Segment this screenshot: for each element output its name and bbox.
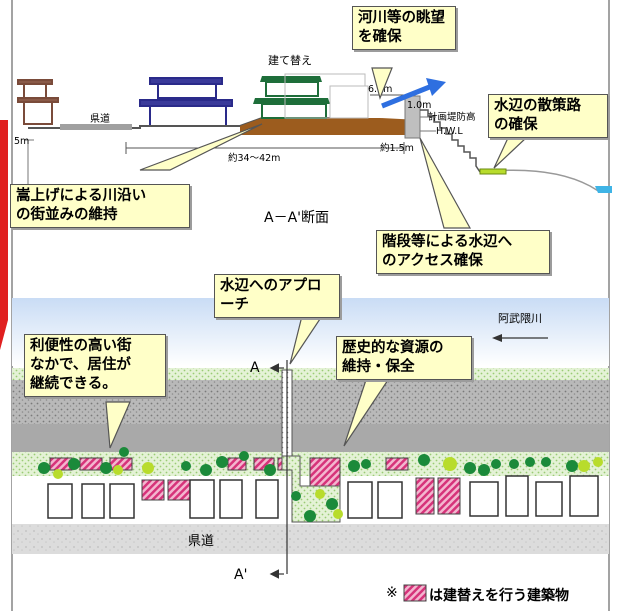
tree <box>200 464 212 476</box>
tree <box>142 462 154 474</box>
building <box>47 483 73 519</box>
section-road-label: 県道 <box>90 112 110 125</box>
building <box>81 483 105 519</box>
building <box>377 481 403 519</box>
building <box>569 475 599 517</box>
levee-height-label: 計画堤防高 <box>428 111 476 123</box>
approach-lot <box>281 455 341 523</box>
tree <box>119 447 129 457</box>
callout-tail-stairs <box>419 137 472 229</box>
tree <box>315 489 325 499</box>
building <box>255 479 279 519</box>
tree <box>304 510 316 522</box>
dist-1m-label: 1.0m <box>407 100 431 111</box>
tree <box>566 460 578 472</box>
tree <box>100 462 112 474</box>
tree <box>348 460 360 472</box>
trees <box>38 447 603 522</box>
river-flow-arrow-icon <box>492 334 502 342</box>
callout-approach: 水辺へのアプロ ーチ <box>214 274 340 318</box>
hwl-label: H.W.L <box>436 126 463 137</box>
tree <box>53 469 63 479</box>
callout-raised-street: 嵩上げによる川沿い の街並みの維持 <box>10 184 190 228</box>
callout-tail-waterside <box>493 137 528 169</box>
tree <box>541 457 551 467</box>
tree <box>464 462 476 474</box>
waterside-path <box>479 168 507 175</box>
callout-stairs-access: 階段等による水辺へ のアクセス確保 <box>376 230 550 274</box>
building <box>535 481 563 517</box>
building <box>189 479 215 519</box>
span-label: 約34～42m <box>228 152 280 164</box>
rebuild-label: 建て替え <box>268 53 312 67</box>
tree <box>443 457 457 471</box>
tree <box>326 498 338 510</box>
dist-1-5m-label: 約1.5m <box>380 142 414 154</box>
height-5m-label: 5m <box>14 136 29 147</box>
marker-a-prime: A' <box>234 567 247 583</box>
building <box>219 479 243 519</box>
tree <box>264 464 276 476</box>
tree <box>578 460 590 472</box>
old-house-left <box>17 79 59 125</box>
tree <box>509 459 519 469</box>
tree <box>38 462 50 474</box>
existing-buildings <box>47 475 599 519</box>
hatched-building <box>167 479 191 501</box>
tree <box>418 454 430 466</box>
view-arrow-head <box>426 78 446 96</box>
lower-road <box>12 524 609 554</box>
marker-a: A <box>250 360 260 376</box>
callout-tail-river-view <box>371 67 393 100</box>
tree <box>181 461 191 471</box>
tree <box>593 457 603 467</box>
tree <box>239 451 249 461</box>
tree <box>216 456 228 468</box>
callout-convenience: 利便性の高い街 なかで、居住が 継続できる。 <box>24 334 166 397</box>
tree <box>525 457 535 467</box>
tree <box>113 465 123 475</box>
hatched-building <box>227 457 247 471</box>
callout-waterside-walk: 水辺の散策路 の確保 <box>488 94 608 138</box>
hatched-building <box>415 477 435 515</box>
building <box>469 481 499 517</box>
building <box>109 483 135 519</box>
old-house-blue <box>139 77 233 127</box>
hatched-building <box>437 477 461 515</box>
tree <box>333 509 343 519</box>
view-arrow-icon <box>381 83 433 109</box>
gray-road-upper <box>12 424 609 452</box>
raised-embankment <box>240 118 420 135</box>
building <box>347 481 373 519</box>
callout-river-view: 河川等の眺望 を確保 <box>352 6 456 50</box>
callout-tail-raised <box>139 123 263 171</box>
river-water <box>595 186 612 193</box>
plan-road-label: 県道 <box>188 534 214 549</box>
tree <box>491 459 501 469</box>
cross-section: 県道 建て替え 5m 約34～42m 6.0m 1.0m 計画堤防高 H.W.L <box>14 53 612 226</box>
hatched-building <box>385 457 409 471</box>
tree <box>361 459 371 469</box>
rebuilt-house <box>253 73 369 119</box>
left-red-arrow-icon <box>0 120 8 350</box>
building <box>505 475 529 517</box>
tree <box>68 458 80 470</box>
legend-prefix: ※ <box>386 585 398 601</box>
hatched-building-legend-icon <box>403 584 427 602</box>
legend-text: は建替えを行う建築物 <box>429 588 569 604</box>
callout-historic: 歴史的な資源の 維持・保全 <box>336 336 472 380</box>
hatched-building <box>309 457 341 489</box>
river-name: 阿武隈川 <box>498 312 542 325</box>
hatched-building <box>141 479 165 501</box>
hatched-building <box>79 457 103 471</box>
tree <box>291 491 301 501</box>
section-title: A－A'断面 <box>264 210 329 226</box>
tree <box>478 464 490 476</box>
road-section <box>60 124 132 130</box>
callout-tail-convenience <box>105 401 131 449</box>
